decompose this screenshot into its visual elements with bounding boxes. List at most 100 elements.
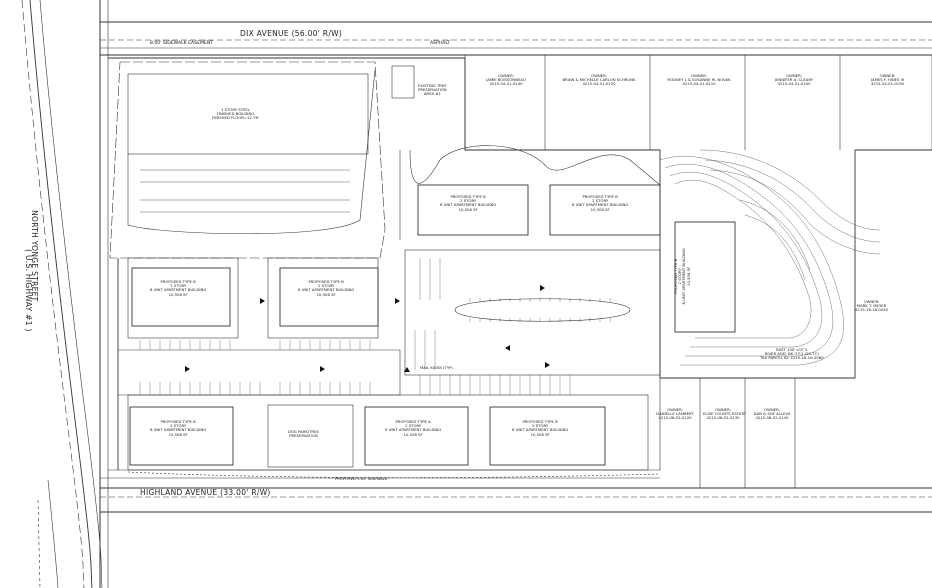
existing-building-line-1: 1 STORY STEEL [221, 107, 250, 112]
building-label: PROPOSED TYPE B 2 STORY 8 UNIT APARTMENT… [572, 194, 629, 212]
owner-label: OWNER: JENNIFER A. CLEARY 4215-04-01-020… [750, 73, 838, 87]
building-stories: 2 STORY [405, 423, 422, 429]
owner-name: RODNEY L & SUSANNE M. NOVAK [667, 77, 731, 83]
owner-name: MARK T. MEYER [856, 303, 887, 309]
dog-park-line-1: DOG PARK/TREE [288, 429, 319, 434]
owner-heading: OWNER: [715, 407, 731, 412]
east-lot-label: EAST 100' LOT 2 RIVER ADD. BK 3 P.1 (20-… [760, 347, 824, 361]
owner-label: OWNER: DANIELLE LAMBERT 4215-06-02-0120 [652, 407, 698, 421]
owner-parcel: 4215-04-01-0200 [777, 81, 811, 87]
existing-building-line-3: FINISHED FLOOR=12.76' [212, 115, 259, 121]
owner-heading: OWNER: [786, 73, 802, 78]
owner-label: OWNER: BRIAN & MICHELLE CARLON SCHRUNK 4… [550, 73, 648, 87]
tree-preservation-line-2: PRESERVATION [418, 87, 447, 93]
building-area: 10,508 SF [316, 291, 336, 297]
owner-parcel: 4215-16-16-0040 [855, 307, 889, 313]
east-lot-line-2: RIVER ADD. BK 3 P.1 (20-7C) [764, 351, 819, 357]
building-label: PROPOSED TYPE B 2 STORY 8 UNIT APARTMENT… [150, 279, 207, 297]
building-title: PROPOSED TYPE B [450, 194, 486, 199]
asphalt-label: ASPHALT [430, 41, 451, 46]
highland-avenue-name: HIGHLAND AVENUE [140, 488, 218, 497]
existing-building-label: 1 STORY STEEL FINISHED BUILDING FINISHED… [212, 107, 259, 121]
building-title: PROPOSED TYPE A [395, 419, 431, 424]
building-area: 10,508 SF [168, 431, 188, 437]
highland-avenue-row: (33.00' R/W) [220, 488, 271, 497]
owner-name: DAN & SUE ALLEVA [753, 411, 791, 417]
tree-preservation-line-1: EXISTING TREE [418, 83, 447, 88]
owner-name: DANIELLE LAMBERT [656, 411, 694, 417]
building-units: 8 UNIT APARTMENT BUILDING [512, 427, 569, 433]
east-lot-line-1: EAST 100' LOT 2 [776, 347, 808, 352]
owner-parcel: 4215-06-02-0120 [658, 415, 692, 421]
owner-parcel: 4215-04-01-0190 [870, 81, 905, 87]
owner-label: OWNER: ELSIE COUNTS ESTATE 4215-06-02-01… [703, 407, 746, 421]
building-title: PROPOSED TYPE B [160, 419, 196, 424]
building-label: PROPOSED TYPE B 2 STORY 8 UNIT APARTMENT… [673, 248, 691, 304]
building-units: 8 UNIT APARTMENT BUILDING [385, 427, 442, 433]
building-stories: 2 STORY [592, 198, 609, 204]
owner-label: OWNER: JAMIE BOISSONNEAU 4215-04-01-0240 [470, 73, 542, 87]
building-label: PROPOSED TYPE A 2 STORY 8 UNIT APARTMENT… [385, 419, 442, 437]
building-label: PROPOSED TYPE B 2 STORY 8 UNIT APARTMENT… [298, 279, 355, 297]
building-title: PROPOSED TYPE B [522, 419, 558, 424]
building-area: 10,508 SF [168, 291, 188, 297]
building-units: 8 UNIT APARTMENT BUILDING [150, 287, 207, 293]
building-units: 8 UNIT APARTMENT BUILDING [150, 427, 207, 433]
dix-avenue-label: DIX AVENUE (56.00' R/W) [240, 29, 343, 38]
building-stories: 2 STORY [318, 283, 335, 289]
building-area: 10,508 SF [403, 431, 423, 437]
owner-heading: OWNER: [591, 73, 607, 78]
us-highway-label: ( U.S. HIGHWAY #1 ) [24, 249, 34, 332]
owner-label: OWNER: JAMES F. HINES III 4215-04-01-019… [845, 73, 930, 87]
building-stories: 2 STORY [170, 423, 187, 429]
building-label: PROPOSED TYPE B 2 STORY 8 UNIT APARTMENT… [512, 419, 569, 437]
building-area: 10,508 SF [590, 206, 610, 212]
tree-preservation-line-3: AREA #1 [423, 91, 441, 97]
sidewalk-easement-label: 8.00' SIDEWALK EASEMENT [150, 41, 214, 46]
dix-avenue-name: DIX AVENUE [240, 29, 289, 38]
owner-heading: OWNER: [667, 407, 683, 412]
dix-avenue-row: (56.00' R/W) [291, 29, 343, 38]
owner-parcel: 4215-06-02-0140 [755, 415, 789, 421]
building-area: 10,508 SF [458, 206, 478, 212]
building-units: 8 UNIT APARTMENT BUILDING [440, 202, 497, 208]
existing-building-line-2: FINISHED BUILDING [216, 111, 255, 117]
dog-park-line-2: PRESERVATION [289, 433, 318, 439]
building-stories: 2 STORY [460, 198, 477, 204]
building-title: PROPOSED TYPE B [582, 194, 618, 199]
building-label: PROPOSED TYPE B 2 STORY 8 UNIT APARTMENT… [440, 194, 497, 212]
owner-label: OWNER: DAN & SUE ALLEVA 4215-06-02-0140 [750, 407, 794, 421]
east-lot-line-3: TAX PARCEL ID: 4215-16-16-0060 [760, 355, 824, 361]
building-area: 10,508 SF [685, 266, 691, 286]
owner-name: BRIAN & MICHELLE CARLON SCHRUNK [562, 77, 636, 83]
building-stories: 2 STORY [532, 423, 549, 429]
owner-parcel: 4215-04-01-0210 [682, 81, 716, 87]
owner-parcel: 4215-04-01-0240 [489, 81, 523, 87]
owner-name: JENNIFER A. CLEARY [774, 77, 814, 83]
owner-label: OWNER: RODNEY L & SUSANNE M. NOVAK 4215-… [655, 73, 743, 87]
building-area: 10,508 SF [530, 431, 550, 437]
building-label: PROPOSED TYPE B 2 STORY 8 UNIT APARTMENT… [150, 419, 207, 437]
building-stories: 2 STORY [170, 283, 187, 289]
mail-kiosk-label: MAIL KIOSK (TYP) [420, 365, 453, 370]
tree-preservation-label: EXISTING TREE PRESERVATION AREA #1 [418, 83, 447, 97]
building-title: PROPOSED TYPE B [308, 279, 344, 284]
owner-parcel: 4215-04-01-0220 [582, 81, 616, 87]
building-units: 8 UNIT APARTMENT BUILDING [572, 202, 629, 208]
owner-parcel: 4215-06-02-0130 [706, 415, 740, 421]
owner-heading: OWNER: [764, 407, 780, 412]
building-title: PROPOSED TYPE B [160, 279, 196, 284]
owner-name: ELSIE COUNTS ESTATE [703, 411, 746, 417]
owner-label: OWNER: MARK T. MEYER 4215-16-16-0040 [855, 299, 889, 313]
highland-avenue-label: HIGHLAND AVENUE (33.00' R/W) [140, 488, 271, 497]
proposed-sidewalk-label: PROPOSED 5.00' SIDEWALK [335, 476, 388, 481]
owner-heading: OWNER: [879, 73, 896, 78]
dog-park-label: DOG PARK/TREE PRESERVATION [288, 429, 319, 439]
owner-heading: OWNER: [863, 299, 880, 304]
owner-heading: OWNER: [691, 73, 707, 78]
building-units: 8 UNIT APARTMENT BUILDING [298, 287, 355, 293]
owner-name: JAMES F. HINES III [870, 77, 905, 83]
owner-name: JAMIE BOISSONNEAU [486, 77, 526, 83]
owner-heading: OWNER: [498, 73, 514, 78]
